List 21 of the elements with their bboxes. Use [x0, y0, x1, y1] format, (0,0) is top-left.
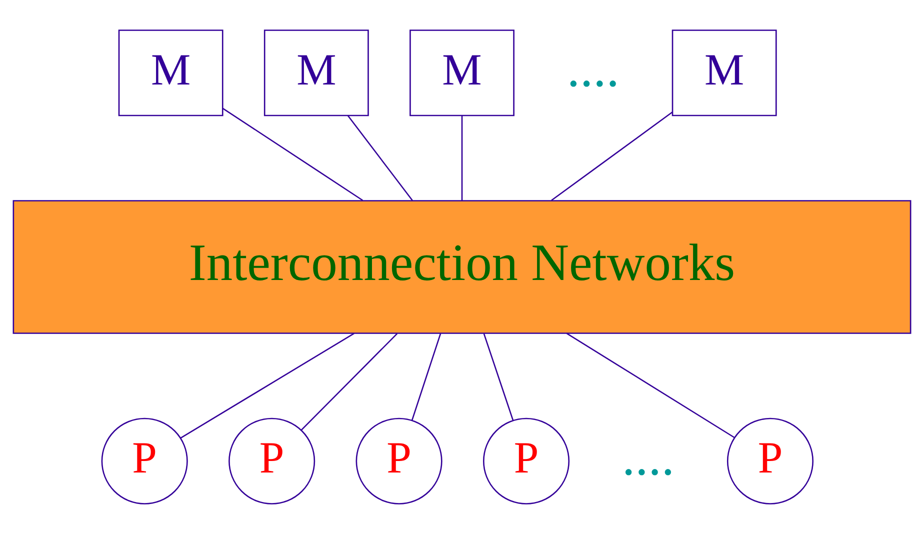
connector	[300, 333, 398, 431]
node-box: M	[118, 30, 224, 116]
connector	[411, 333, 442, 421]
node-circle: P	[228, 418, 316, 504]
label: ....	[566, 40, 620, 98]
node-circle: P	[726, 418, 814, 504]
node-box: M	[410, 30, 514, 116]
connector	[461, 116, 463, 200]
connector	[483, 333, 514, 421]
node-circle: P	[482, 418, 570, 504]
connector	[347, 115, 413, 201]
node-box: M	[672, 30, 777, 116]
node-circle: P	[356, 418, 442, 504]
connector	[551, 111, 673, 201]
label: ....	[622, 428, 674, 486]
node-circle: P	[101, 418, 188, 504]
connector	[180, 332, 354, 439]
node-box: Interconnection Networks	[12, 200, 912, 334]
connector	[222, 108, 364, 201]
connector	[566, 332, 735, 438]
node-box: M	[264, 30, 369, 116]
